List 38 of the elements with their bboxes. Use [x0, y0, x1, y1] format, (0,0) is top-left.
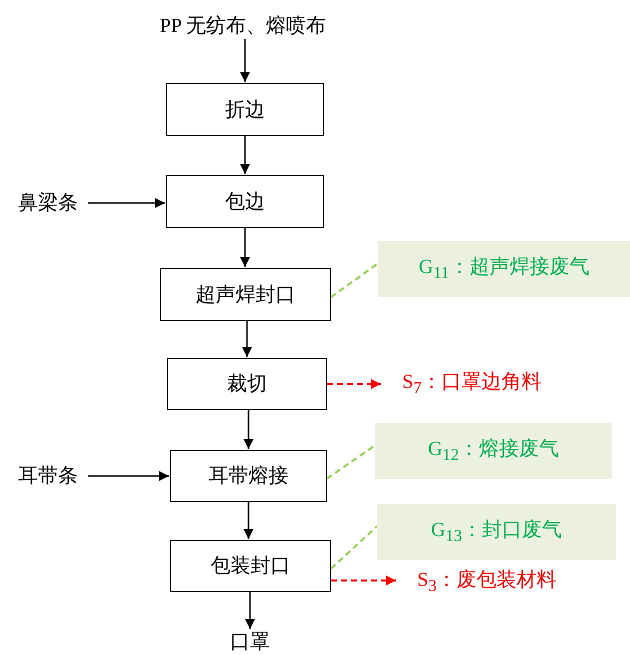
process-box — [166, 175, 324, 228]
flow-label: PP 无纺布、熔喷布 — [160, 14, 326, 38]
process-box — [167, 358, 327, 410]
emission-box — [375, 423, 612, 479]
flow-label: 耳带条 — [18, 464, 78, 488]
flow-label: 鼻梁条 — [18, 191, 78, 215]
process-box — [170, 450, 327, 502]
connector-line — [330, 526, 378, 570]
process-box — [160, 268, 331, 321]
step-text: G$_{11}$：超声焊接废气 — [418, 255, 590, 283]
arrow — [244, 410, 254, 449]
arrow — [88, 471, 169, 481]
step-text: 包边 — [225, 190, 265, 214]
waste-label: S$_{3}$：废包装材料 — [417, 568, 557, 596]
emission-box — [378, 241, 630, 297]
process-box — [166, 83, 324, 136]
step-text: 超声焊封口 — [196, 282, 296, 306]
step-text: 包装封口 — [210, 554, 290, 578]
arrow — [240, 136, 250, 174]
connector-line — [330, 262, 379, 298]
arrow — [245, 592, 255, 629]
step-text: 耳带熔接 — [208, 464, 288, 488]
step-text: 折边 — [225, 98, 265, 122]
process-box — [170, 540, 331, 592]
arrow — [88, 198, 165, 208]
arrow — [240, 39, 250, 82]
step-text: 裁切 — [227, 372, 267, 396]
arrow — [240, 228, 250, 267]
step-text: G$_{12}$：熔接废气 — [428, 437, 560, 465]
arrow — [331, 576, 396, 586]
arrow — [244, 502, 254, 539]
flow-label: 口罩 — [230, 630, 270, 654]
connector-line — [326, 444, 376, 480]
arrow — [242, 321, 252, 357]
emission-box — [377, 504, 616, 560]
step-text: G$_{13}$：封口废气 — [430, 518, 562, 546]
waste-label: S$_{7}$：口罩边角料 — [402, 370, 542, 398]
arrow — [327, 379, 381, 389]
